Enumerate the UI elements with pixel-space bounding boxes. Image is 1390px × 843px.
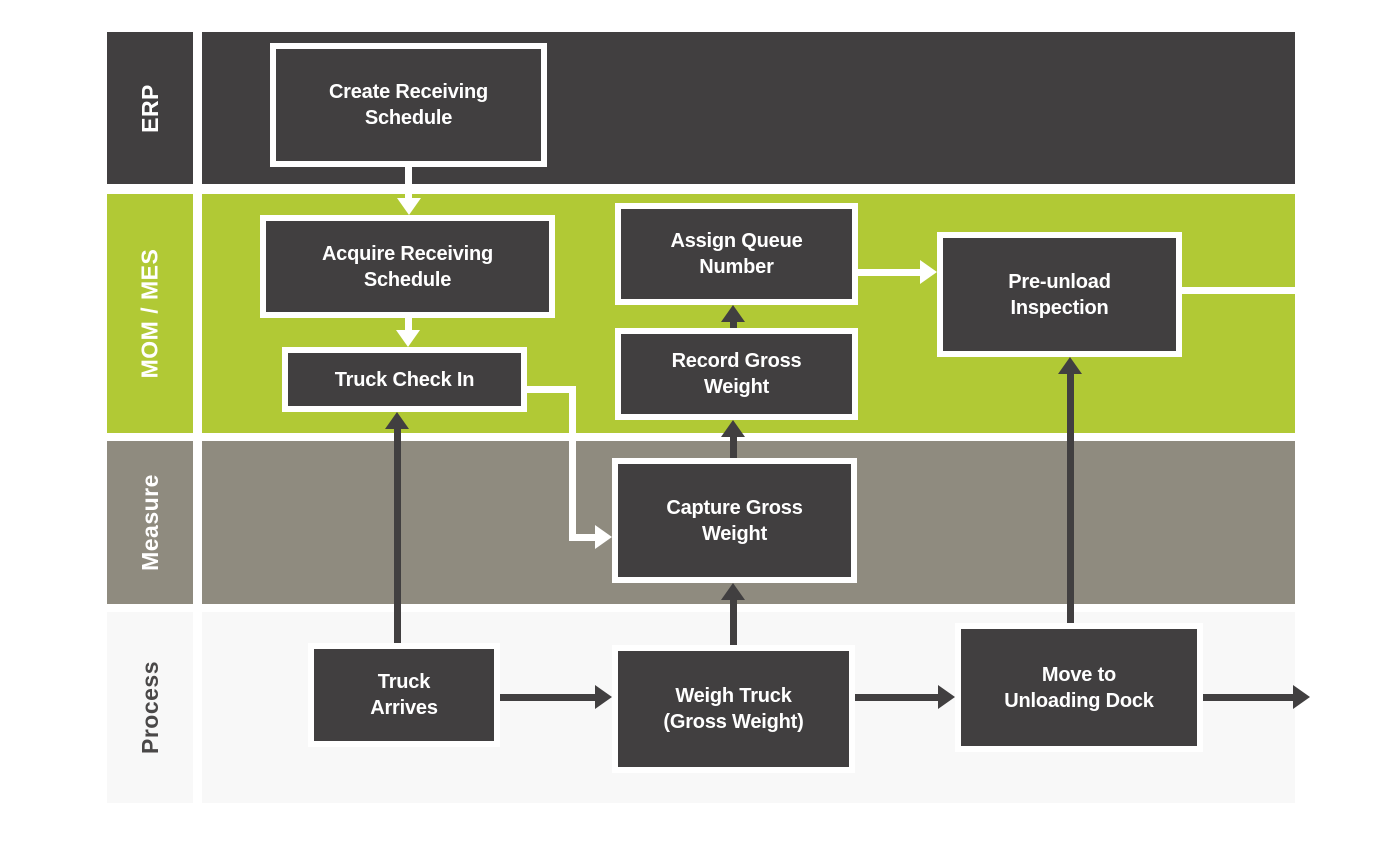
- node-label: Move to Unloading Dock: [1004, 663, 1154, 712]
- edge-line: [855, 694, 938, 701]
- arrowhead-right-icon: [595, 525, 612, 549]
- edge-line: [730, 437, 737, 458]
- lane-label-process-text: Process: [136, 660, 163, 755]
- node-pre-unload-inspection: Pre-unload Inspection: [937, 232, 1182, 357]
- node-label: Acquire Receiving Schedule: [321, 242, 494, 291]
- node-label: Record Gross Weight: [671, 350, 802, 398]
- node-assign-queue-number: Assign Queue Number: [615, 203, 858, 305]
- node-label: Create Receiving Schedule: [328, 81, 489, 129]
- lane-label-erp-text: ERP: [136, 83, 163, 133]
- node-create-receiving-schedule: Create Receiving Schedule: [270, 43, 547, 167]
- node-truck-check-in: Truck Check In: [282, 347, 527, 412]
- node-record-gross-weight: Record Gross Weight: [615, 328, 858, 420]
- arrowhead-up-icon: [721, 583, 745, 600]
- node-label: Assign Queue Number: [670, 230, 803, 278]
- node-weigh-truck: Weigh Truck (Gross Weight): [612, 645, 855, 773]
- arrowhead-up-icon: [721, 420, 745, 437]
- lane-label-measure-text: Measure: [136, 474, 163, 571]
- arrowhead-right-icon: [1293, 685, 1310, 709]
- edge-line: [527, 386, 576, 393]
- edge-line: [394, 429, 401, 643]
- arrowhead-up-icon: [721, 305, 745, 322]
- node-move-to-unloading-dock: Move to Unloading Dock: [955, 623, 1203, 752]
- edge-line: [569, 386, 576, 541]
- node-acquire-receiving-schedule: Acquire Receiving Schedule: [260, 215, 555, 318]
- lane-label-measure: Measure: [107, 441, 193, 604]
- node-label: Truck Arrives: [370, 671, 438, 719]
- edge-line: [1203, 694, 1293, 701]
- edge-line: [405, 167, 412, 198]
- node-truck-arrives: Truck Arrives: [308, 643, 500, 747]
- arrowhead-down-icon: [397, 198, 421, 215]
- arrowhead-up-icon: [385, 412, 409, 429]
- lane-label-process: Process: [107, 612, 193, 803]
- arrowhead-up-icon: [1058, 357, 1082, 374]
- lane-label-mom-mes: MOM / MES: [107, 194, 193, 433]
- lane-label-mom-mes-text: MOM / MES: [136, 248, 163, 379]
- edge-line: [858, 269, 920, 276]
- edge-line: [569, 534, 595, 541]
- arrowhead-down-icon: [396, 330, 420, 347]
- edge-line: [730, 322, 737, 328]
- node-capture-gross-weight: Capture Gross Weight: [612, 458, 857, 583]
- edge-line: [500, 694, 595, 701]
- edge-line: [1182, 287, 1295, 294]
- lane-label-erp: ERP: [107, 32, 193, 184]
- arrowhead-right-icon: [920, 260, 937, 284]
- arrowhead-right-icon: [938, 685, 955, 709]
- edge-line: [1067, 374, 1074, 623]
- node-label: Pre-unload Inspection: [1008, 270, 1111, 319]
- node-label: Truck Check In: [334, 368, 475, 391]
- arrowhead-right-icon: [595, 685, 612, 709]
- node-label: Weigh Truck (Gross Weight): [663, 685, 804, 733]
- node-label: Capture Gross Weight: [666, 496, 803, 545]
- edge-line: [730, 600, 737, 645]
- edge-line: [405, 318, 412, 330]
